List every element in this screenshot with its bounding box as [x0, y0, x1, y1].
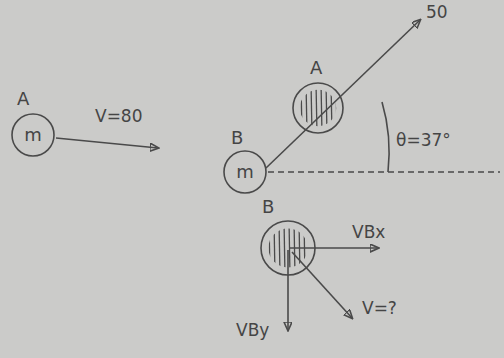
component-arrow	[287, 250, 289, 330]
ball-name: A	[17, 89, 29, 109]
ball-name: A	[310, 58, 322, 78]
vector-label: V=?	[362, 298, 397, 318]
angle-arc	[382, 102, 389, 172]
hatched-ball: A	[292, 82, 344, 134]
reference-line	[268, 171, 500, 173]
mass-label: m	[24, 125, 42, 145]
mass-label: m	[236, 162, 254, 182]
hatched-ball: B	[260, 220, 316, 276]
velocity-arrow	[292, 252, 352, 318]
ball: Bm	[223, 150, 267, 194]
vector-label: VBx	[352, 222, 385, 242]
vector-label: 50	[426, 2, 448, 22]
ball-name: B	[262, 197, 274, 217]
ball: Am	[11, 113, 55, 157]
vector-label: V=80	[95, 106, 143, 126]
ball-name: B	[231, 128, 243, 148]
vector-label: VBy	[236, 320, 269, 340]
vector-label: θ=37°	[396, 130, 451, 150]
ball-outline	[292, 82, 344, 134]
velocity-arrow	[56, 138, 158, 148]
ball-outline	[260, 220, 316, 276]
component-arrow	[290, 247, 378, 249]
